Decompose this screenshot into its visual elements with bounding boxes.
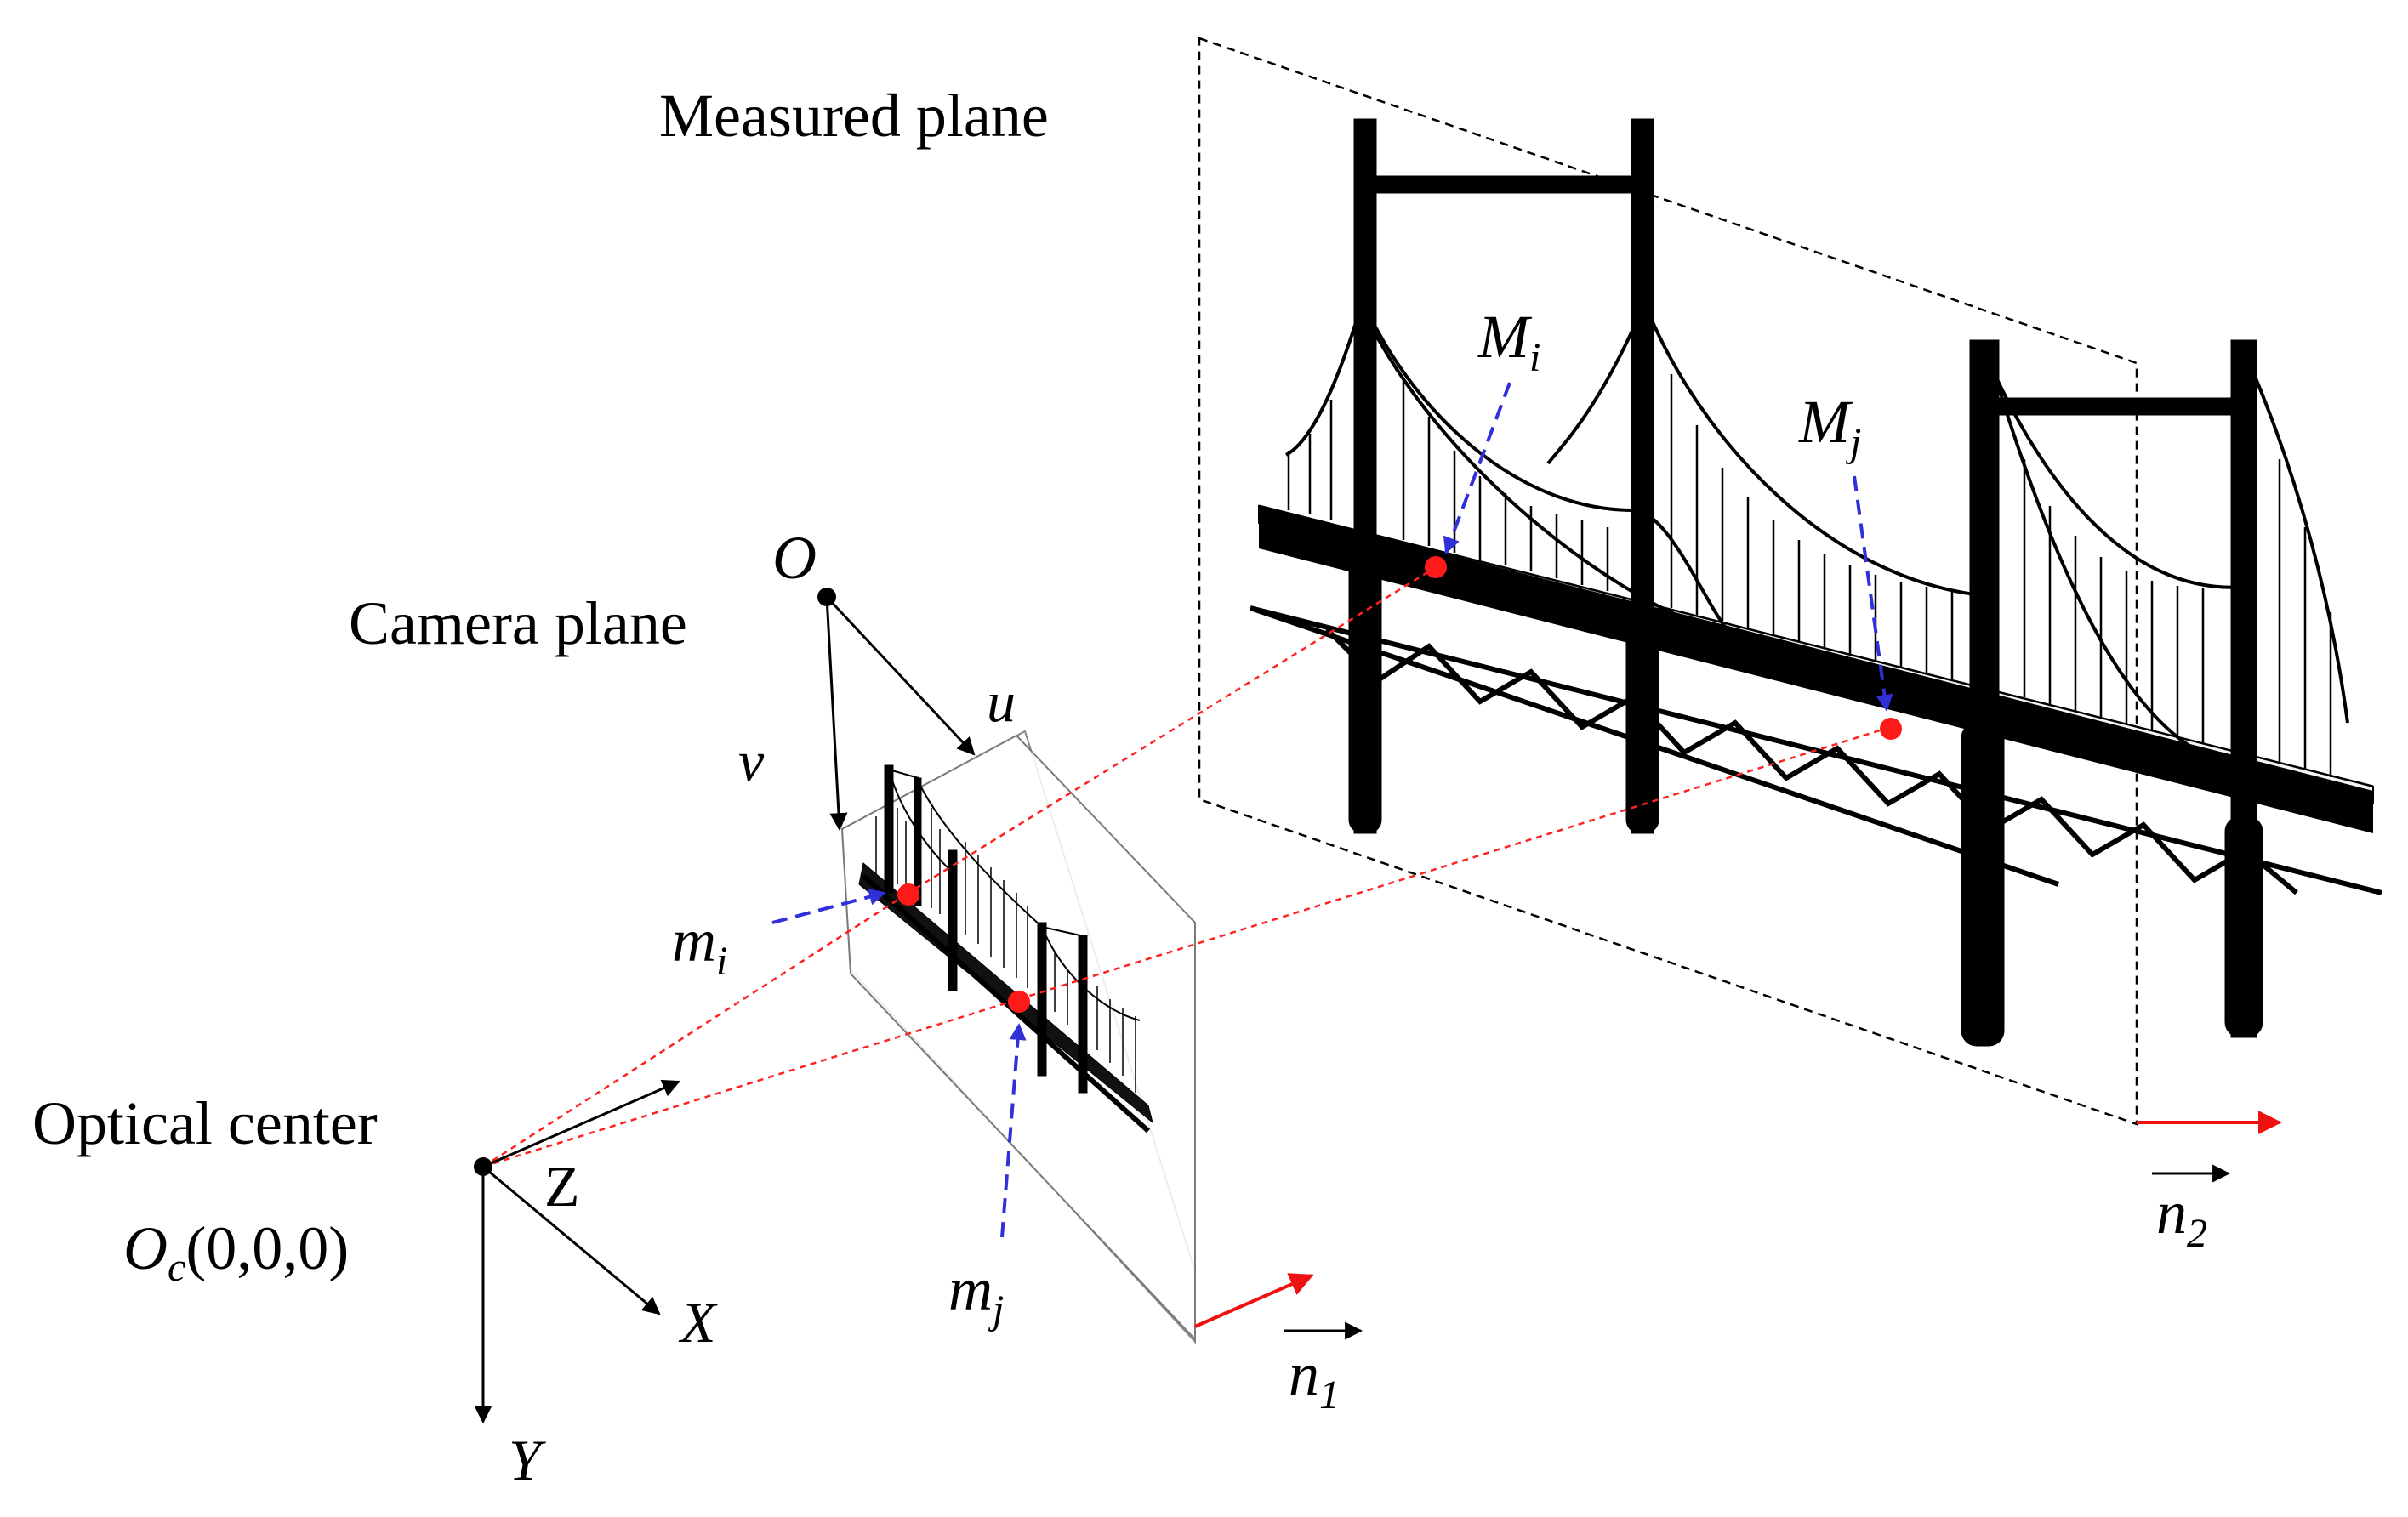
M-i-label: Mi — [1477, 303, 1540, 380]
suspension-cables — [1285, 305, 2349, 767]
optical-center-point — [474, 1157, 492, 1176]
image-origin-label: O — [772, 524, 817, 592]
x-axis-label: X — [678, 1290, 718, 1355]
v-axis-label: v — [738, 729, 765, 793]
deck-front-beam — [1259, 506, 2373, 833]
normal-vectors — [1194, 1111, 2282, 1328]
projection-rays — [482, 565, 1892, 1168]
m-i-label: mi — [672, 906, 727, 984]
camera-plane-label: Camera plane — [349, 589, 687, 657]
point-M-i — [1425, 556, 1447, 578]
pointer-arrows — [771, 382, 1893, 1238]
bridge-illustration — [1250, 118, 2382, 1047]
optical-center-coords: Oc(0,0,0) — [123, 1214, 349, 1290]
v-axis-arrow — [825, 596, 848, 832]
n1-label: n1 — [1284, 1321, 1363, 1418]
u-axis-arrow — [825, 595, 976, 756]
z-axis-label: Z — [544, 1154, 580, 1219]
point-m-i — [897, 883, 919, 906]
image-origin-point — [817, 588, 836, 606]
svg-text:n2: n2 — [2156, 1179, 2207, 1256]
labels: Measured plane Camera plane Optical cent… — [32, 82, 2231, 1492]
tower-back-crossbeam — [1353, 175, 1654, 194]
pointer-m-j — [1000, 1023, 1027, 1238]
svg-text:n1: n1 — [1289, 1340, 1340, 1418]
u-axis-label: u — [987, 669, 1016, 734]
hanger-rods — [1287, 374, 2332, 777]
normal-n1-arrow — [1194, 1273, 1314, 1328]
pointer-m-i — [771, 888, 886, 924]
m-j-label: mj — [948, 1255, 1004, 1332]
optical-center-label: Optical center — [32, 1089, 378, 1157]
n2-label: n2 — [2152, 1164, 2231, 1256]
point-m-j — [1008, 991, 1030, 1013]
camera-axes — [474, 595, 976, 1424]
feature-points — [897, 556, 1902, 1013]
pointer-M-j — [1853, 475, 1893, 712]
measured-plane-label: Measured plane — [659, 82, 1049, 150]
pointer-M-i — [1443, 382, 1511, 554]
M-j-label: Mj — [1798, 388, 1861, 465]
y-axis-label: Y — [509, 1428, 546, 1492]
z-axis-arrow — [482, 1079, 680, 1168]
tower-front-crossbeam — [1969, 397, 2257, 416]
x-axis-arrow — [482, 1165, 661, 1315]
point-M-j — [1880, 718, 1902, 740]
